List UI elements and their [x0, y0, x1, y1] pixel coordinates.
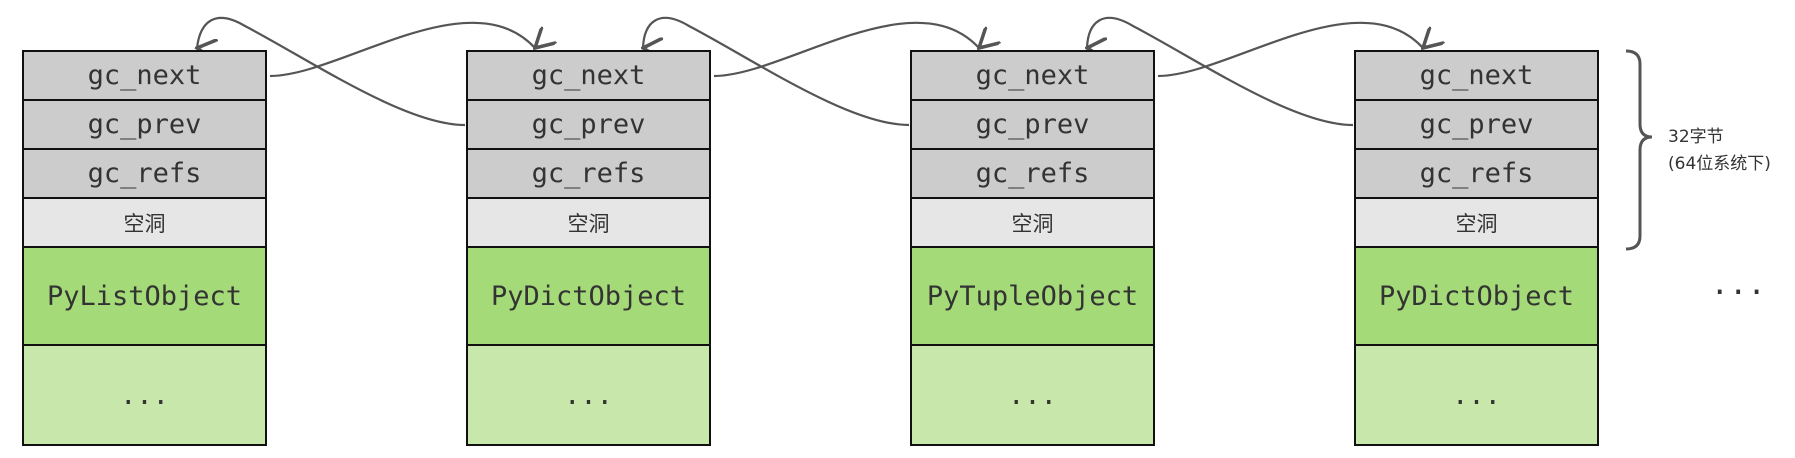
padding-hole: 空洞 — [22, 197, 267, 248]
padding-hole: 空洞 — [910, 197, 1155, 248]
size-brace — [1625, 49, 1653, 251]
prev-arrow-3 — [1087, 16, 1354, 127]
next-arrow-2 — [713, 21, 979, 78]
header-size-annotation: 32字节 (64位系统下) — [1668, 124, 1771, 178]
object-body-ellipsis: ... — [22, 344, 267, 446]
gc-prev-field: gc_prev — [1354, 99, 1599, 150]
object-type-label: PyListObject — [22, 246, 267, 346]
padding-hole: 空洞 — [1354, 197, 1599, 248]
gc-prev-field: gc_prev — [910, 99, 1155, 150]
object-type-label: PyDictObject — [466, 246, 711, 346]
gc-next-field: gc_next — [22, 50, 267, 101]
next-arrow-1 — [269, 21, 535, 78]
padding-hole: 空洞 — [466, 197, 711, 248]
gc-next-field: gc_next — [910, 50, 1155, 101]
gc-prev-field: gc_prev — [466, 99, 711, 150]
object-body-ellipsis: ... — [1354, 344, 1599, 446]
gc-prev-field: gc_prev — [22, 99, 267, 150]
object-type-label: PyDictObject — [1354, 246, 1599, 346]
object-body-ellipsis: ... — [910, 344, 1155, 446]
gc-refs-field: gc_refs — [1354, 148, 1599, 199]
gc-next-field: gc_next — [466, 50, 711, 101]
prev-arrow-2 — [643, 16, 910, 127]
gc-refs-field: gc_refs — [22, 148, 267, 199]
object-body-ellipsis: ... — [466, 344, 711, 446]
gc-next-field: gc_next — [1354, 50, 1599, 101]
annotation-line-1: 32字节 — [1668, 127, 1724, 147]
next-arrow-3 — [1157, 21, 1423, 78]
annotation-line-2: (64位系统下) — [1668, 154, 1771, 174]
object-type-label: PyTupleObject — [910, 246, 1155, 346]
gc-refs-field: gc_refs — [910, 148, 1155, 199]
continuation-ellipsis: ... — [1714, 262, 1770, 303]
gc-refs-field: gc_refs — [466, 148, 711, 199]
prev-arrow-1 — [197, 16, 466, 127]
